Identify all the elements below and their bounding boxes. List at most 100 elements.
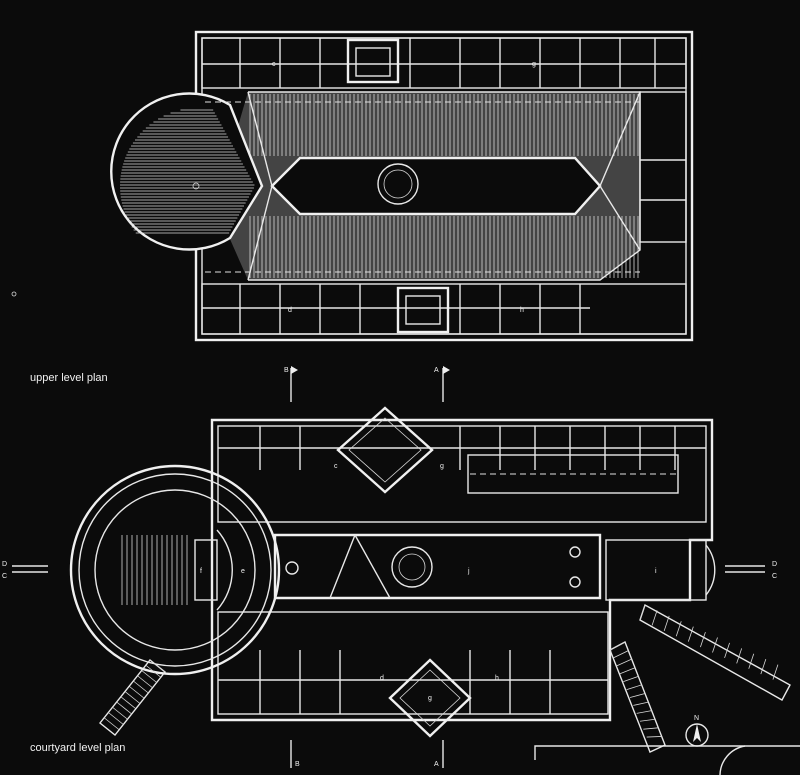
auditorium-seating [121,535,188,605]
hatch-line [619,667,636,675]
court-section-marker-D-left: D [2,561,7,568]
upper-level-plan: c g d h [11,30,694,342]
court-room-letter-h: h [495,675,499,682]
courtyard-open-court [273,533,602,600]
court-room-letter-f: f [200,568,202,575]
court-room-letter-g1: g [440,463,444,470]
hatch-line [128,685,145,699]
hatch-line [636,710,652,714]
auditorium-stage [194,539,218,601]
upper-room-letter-g: g [532,61,536,68]
courtyard-sculpture [285,561,299,575]
hatch-line [643,727,659,730]
courtyard-south-room-divisions [218,650,608,714]
hatch-line [616,658,632,667]
auditorium-inner-ring [94,489,256,651]
courtyard-plan-caption: courtyard level plan [30,742,125,754]
upper-south-wing [201,283,687,335]
upper-section-markers: B A [284,366,450,402]
courtyard-section-markers: B A D C D C [2,561,777,768]
hatch-line [772,664,779,680]
courtyard-fountain-2 [569,576,581,588]
court-section-marker-B: B [295,761,300,768]
courtyard-east-lobby [605,539,707,601]
upper-auditorium-roof [110,92,264,251]
hatch-line [112,706,128,720]
court-room-letter-j: j [467,568,470,575]
hatch-line [712,637,718,653]
southeast-ramp [609,603,791,753]
court-room-letter-d: d [380,675,384,682]
court-room-letter-c: c [334,463,338,470]
upper-roof-ridges [247,91,641,281]
hatch-line [149,659,166,673]
courtyard-tree [391,546,433,588]
hatch-line [137,675,153,689]
court-section-marker-C-left: C [2,573,7,580]
hatch-line [141,670,157,683]
hatch-line [646,736,662,738]
upper-north-room-divisions [202,38,686,88]
courtyard-north-tower [336,406,434,494]
hatch-line [116,701,132,715]
hatch-line [748,653,755,669]
court-room-letter-e: e [241,568,245,575]
hatch-line [724,642,730,659]
upper-section-marker-B: B [284,367,289,374]
upper-auditorium-vent [192,182,200,190]
upper-north-tower-core [355,47,391,77]
hatch-line [651,610,658,626]
hatch-line [760,659,767,675]
hatch-line [613,650,629,659]
upper-room-letter-d: d [288,307,292,314]
upper-south-tower [396,286,450,334]
upper-north-tower [346,38,400,84]
courtyard-level-plan: c g e f j i d g h [69,406,791,753]
court-section-marker-A: A [434,761,439,768]
upper-south-room-divisions [202,284,590,334]
upper-auditorium-hatch [120,109,255,234]
hatch-line [629,693,646,698]
hatch-line [700,631,706,648]
upper-roof-hatch-lines [249,94,639,278]
court-room-letter-g2: g [428,695,432,702]
court-section-marker-D-right: D [772,561,777,568]
hatch-line [687,626,694,642]
hatch-line [675,621,682,637]
courtyard-fountain-1 [569,546,581,558]
hatch-line [145,664,162,678]
upper-courtyard-tree [377,163,419,205]
hatch-line [639,604,646,621]
court-room-letter-i: i [655,568,657,575]
hatch-line [133,680,149,694]
upper-left-marker [11,291,17,297]
upper-room-letter-h: h [520,307,524,314]
hatch-line [639,718,656,722]
auditorium-outer-ring [69,464,281,676]
hatch-line [609,641,626,651]
upper-east-wing [639,91,687,243]
hatch-line [120,696,137,710]
north-arrow: N [685,715,709,747]
hatch-line [626,684,642,690]
courtyard-north-corridor [467,454,679,494]
courtyard-north-room-divisions [218,426,706,470]
courtyard-south-wing [217,611,609,715]
hatch-line [108,712,124,725]
upper-courtyard-void [270,156,602,216]
hatch-line [623,675,639,683]
hatch-line [736,648,743,664]
court-section-marker-C-right: C [772,573,777,580]
courtyard-south-tower [388,658,472,738]
hatch-line [124,691,141,704]
north-arrow-label: N [694,715,699,722]
site-boundary-line [534,745,800,760]
upper-section-marker-A: A [434,367,439,374]
upper-plan-caption: upper level plan [30,372,108,384]
hatch-line [633,701,649,706]
auditorium-foyer-arc [216,529,233,611]
upper-room-letter-c: c [272,61,276,68]
hatch-line [103,717,120,731]
